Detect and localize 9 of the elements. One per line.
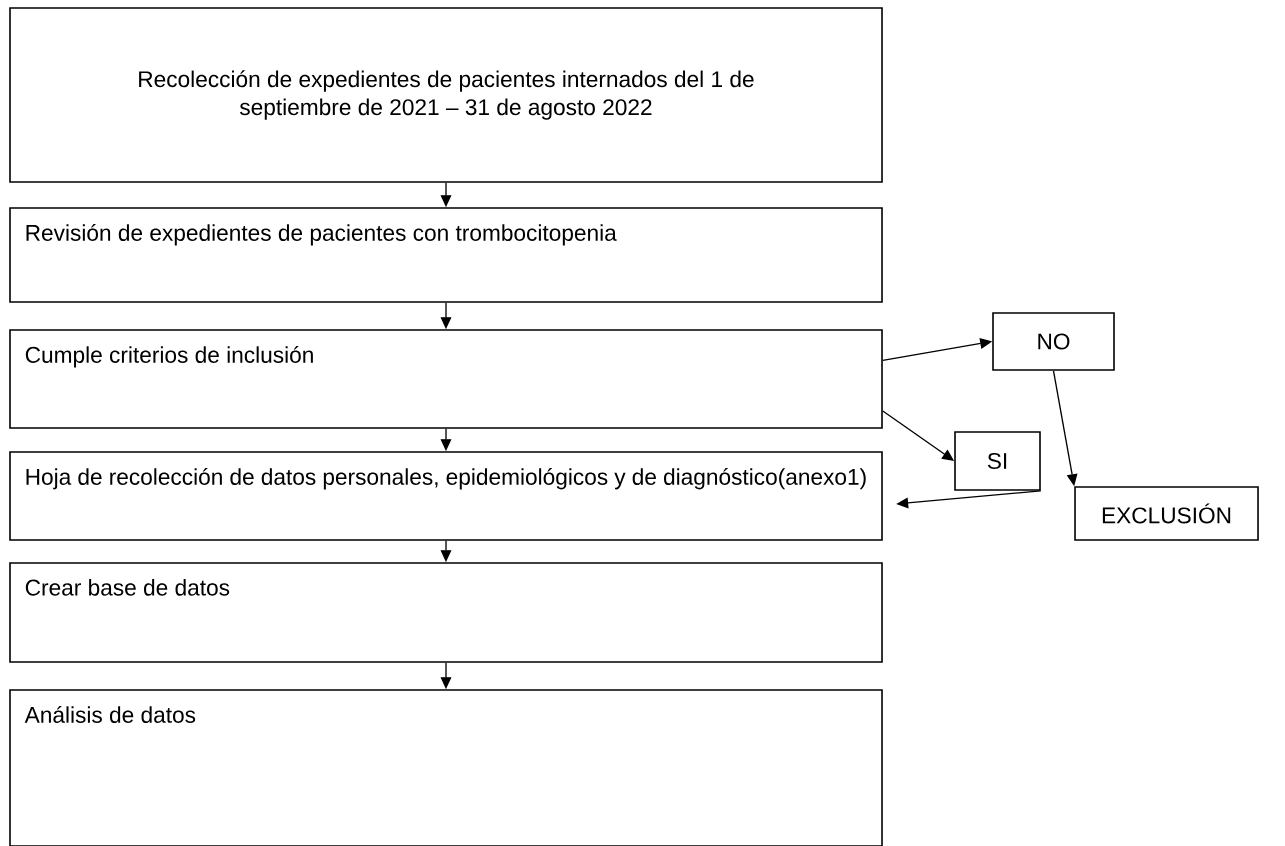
answer-box: NO bbox=[992, 312, 1115, 371]
process-box: Hoja de recolección de datos personales, epidemiológicos y de diagnóstico(anexo1) bbox=[9, 451, 883, 541]
process-box: Recolección de expedientes de pacientes internados del 1 de septiembre de 2021 – 31 de agosto 2022 bbox=[9, 7, 883, 183]
process-box: Crear base de datos bbox=[9, 562, 883, 663]
exclusion-box: EXCLUSIÓN bbox=[1074, 486, 1259, 541]
process-box: Análisis de datos bbox=[9, 689, 883, 846]
answer-box: SI bbox=[954, 431, 1041, 491]
decision-box: Cumple criterios de inclusión bbox=[9, 329, 883, 429]
process-box: Revisión de expedientes de pacientes con trombocitopenia bbox=[9, 207, 883, 303]
